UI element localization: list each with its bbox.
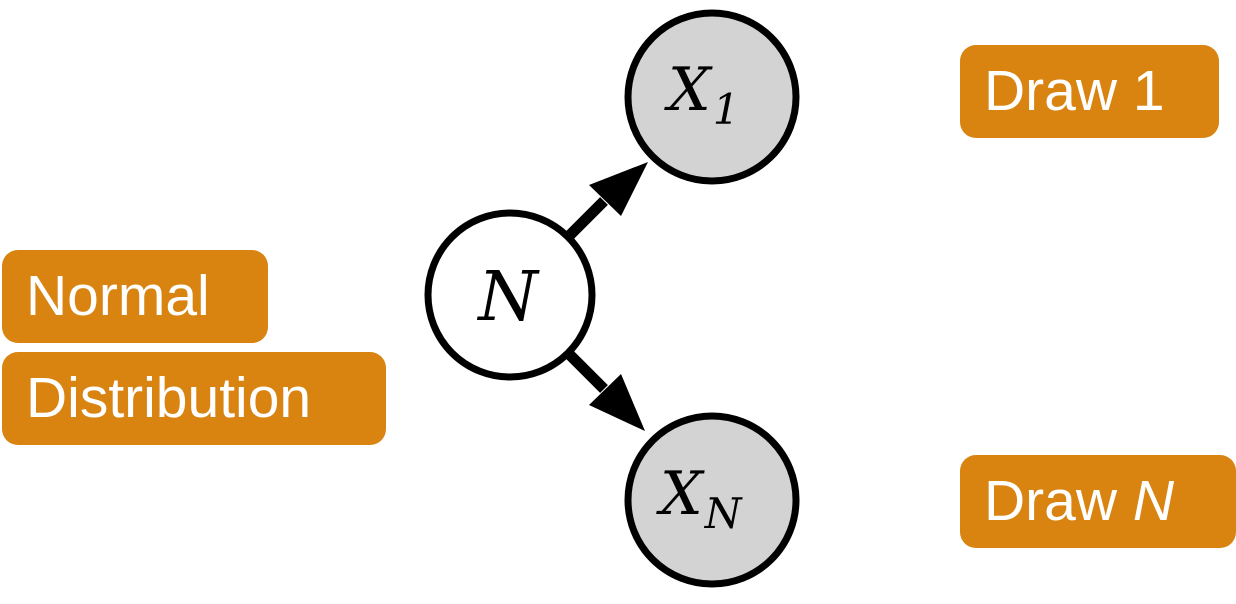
edge-center-to-top-arrowhead — [589, 162, 648, 216]
node-top-circle — [624, 9, 800, 185]
edge-center-to-bottom-arrowhead — [589, 374, 645, 431]
normal-tag: Normal — [2, 250, 268, 343]
node-center: N — [424, 209, 596, 381]
node-top-label: X1 — [664, 55, 739, 134]
draw-1-tag-text: Draw 1 — [984, 59, 1165, 123]
distribution-tag-text: Distribution — [26, 366, 312, 430]
node-bottom-variable: X — [656, 459, 705, 529]
node-top: X1 — [624, 9, 800, 185]
node-bottom-subscript: N — [704, 489, 743, 538]
distribution-tag: Distribution — [2, 352, 386, 445]
node-top-subscript: 1 — [713, 85, 740, 134]
node-top-variable: X — [664, 55, 713, 125]
edge-center-to-top — [565, 162, 648, 240]
node-center-label: N — [476, 258, 540, 337]
normal-tag-text: Normal — [26, 264, 210, 328]
node-bottom-circle — [624, 412, 800, 588]
draw-1-tag: Draw 1 — [960, 45, 1219, 138]
node-bottom-label: XN — [656, 459, 743, 538]
draw-n-tag-prefix: Draw — [984, 469, 1133, 533]
draw-n-tag-variable: N — [1132, 469, 1175, 533]
edge-center-to-bottom-line — [565, 350, 608, 393]
node-center-circle — [424, 209, 596, 381]
edge-center-to-bottom — [565, 350, 645, 431]
edge-center-to-top-line — [565, 197, 608, 240]
draw-n-tag: Draw N — [960, 455, 1236, 548]
node-bottom: XN — [624, 412, 800, 588]
